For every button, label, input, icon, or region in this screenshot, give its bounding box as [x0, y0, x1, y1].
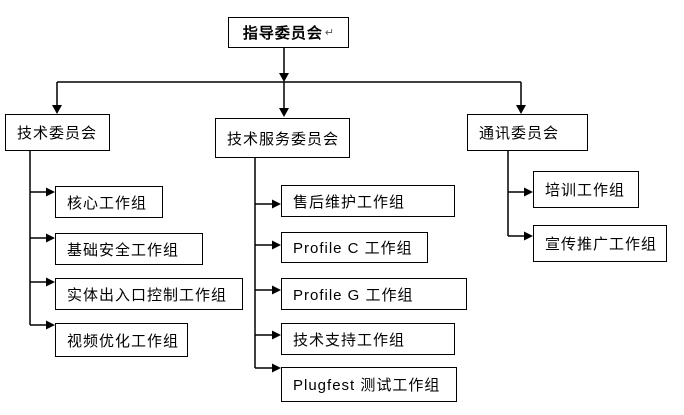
node-label: 售后维护工作组 [293, 193, 406, 211]
technical-committee-branch-connector [29, 151, 55, 330]
arrow-right-icon [46, 277, 55, 287]
arrow-right-icon [46, 233, 55, 243]
node-label: 宣传推广工作组 [545, 236, 658, 253]
node-technical-service-committee: 技术服务委员会 [215, 118, 350, 158]
arrow-right-icon [272, 363, 281, 373]
node-label: Profile C 工作组 [293, 240, 413, 257]
node-basic-security-working-group: 基础安全工作组 [55, 233, 203, 265]
node-label: 实体出入口控制工作组 [67, 286, 228, 304]
arrow-right-icon [272, 240, 281, 250]
arrow-right-icon [272, 285, 281, 295]
node-physical-access-control-working-group: 实体出入口控制工作组 [55, 278, 243, 310]
node-label: 通讯委员会 [479, 125, 560, 142]
arrow-down-icon [279, 108, 289, 117]
node-promotion-working-group: 宣传推广工作组 [533, 225, 667, 262]
node-label: 技术支持工作组 [293, 331, 406, 349]
node-training-working-group: 培训工作组 [533, 171, 639, 208]
node-label: Profile G 工作组 [293, 286, 414, 304]
node-core-working-group: 核心工作组 [55, 186, 163, 218]
communication-branch-connector [507, 151, 533, 241]
node-video-optimization-working-group: 视频优化工作组 [55, 323, 188, 357]
node-label: 指导委员会 [242, 25, 323, 42]
arrow-right-icon [46, 187, 55, 197]
arrow-right-icon [524, 187, 533, 197]
arrow-down-icon [516, 105, 526, 114]
arrow-down-icon [52, 105, 62, 114]
technical-service-branch-connector [254, 158, 281, 373]
node-profile-c-working-group: Profile C 工作组 [281, 232, 428, 263]
arrow-right-icon [524, 231, 533, 241]
node-label: 基础安全工作组 [67, 241, 180, 259]
node-communication-committee: 通讯委员会 [467, 114, 588, 151]
node-label: 培训工作组 [545, 182, 626, 199]
node-aftersales-maintenance-working-group: 售后维护工作组 [281, 185, 455, 217]
paragraph-mark: ↵ [324, 27, 335, 39]
node-label: 视频优化工作组 [67, 332, 180, 350]
node-technical-support-working-group: 技术支持工作组 [281, 323, 455, 355]
node-plugfest-test-working-group: Plugfest 测试工作组 [281, 367, 457, 402]
node-profile-g-working-group: Profile G 工作组 [281, 278, 467, 310]
node-technical-committee: 技术委员会 [5, 114, 110, 151]
arrow-right-icon [272, 330, 281, 340]
node-label: 技术委员会 [17, 125, 98, 142]
arrow-right-icon [46, 320, 55, 330]
arrow-down-icon [279, 73, 289, 82]
node-label: 核心工作组 [67, 194, 148, 212]
node-steering-committee: 指导委员会 ↵ [228, 17, 349, 48]
node-label: 技术服务委员会 [227, 130, 340, 148]
root-to-committees-connector [52, 48, 526, 117]
arrow-right-icon [272, 199, 281, 209]
node-label: Plugfest 测试工作组 [293, 377, 441, 394]
